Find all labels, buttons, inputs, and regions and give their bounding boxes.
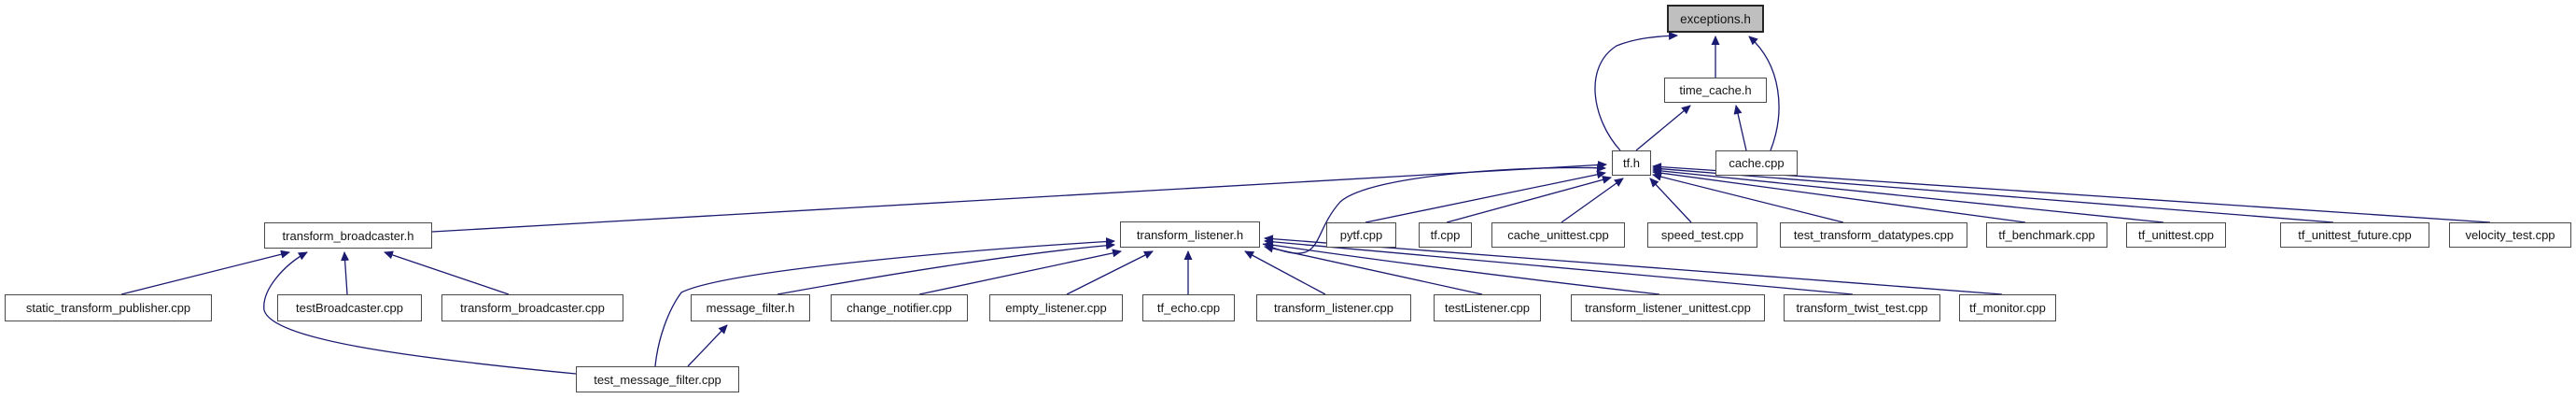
edge-tf-cpp-to-tf-h bbox=[1446, 176, 1612, 223]
edge-transform-listener-unittest-cpp-to-transform-listener-h bbox=[1264, 240, 1660, 295]
edge-tf-unittest-future-cpp-to-tf-h bbox=[1652, 164, 2334, 223]
edge-tf-h-to-exceptions-h bbox=[1594, 31, 1678, 151]
edge-transform-listener-h-to-tf-h bbox=[1262, 164, 1606, 254]
node-tf-h[interactable]: tf.h bbox=[1612, 150, 1651, 176]
node-tf-cpp[interactable]: tf.cpp bbox=[1419, 222, 1472, 248]
node-test-message-filter-cpp[interactable]: test_message_filter.cpp bbox=[576, 366, 739, 392]
edge-change-notifier-cpp-to-transform-listener-h bbox=[918, 249, 1122, 295]
node-transform-broadcaster-h[interactable]: transform_broadcaster.h bbox=[264, 222, 432, 249]
edge-transform-listener-cpp-to-transform-listener-h bbox=[1244, 250, 1326, 295]
node-tf-unittest-future-cpp[interactable]: tf_unittest_future.cpp bbox=[2280, 222, 2429, 248]
node-static-transform-publisher-cpp[interactable]: static_transform_publisher.cpp bbox=[5, 294, 212, 321]
edge-cache-cpp-to-exceptions-h bbox=[1748, 36, 1780, 151]
edge-test-transform-datatypes-cpp-to-tf-h bbox=[1652, 172, 1844, 223]
node-change-notifier-cpp[interactable]: change_notifier.cpp bbox=[831, 294, 968, 321]
node-empty-listener-cpp[interactable]: empty_listener.cpp bbox=[989, 294, 1123, 321]
node-cache-cpp[interactable]: cache.cpp bbox=[1715, 150, 1798, 176]
edge-message-filter-h-to-transform-listener-h bbox=[777, 241, 1115, 295]
edge-transform-broadcaster-h-to-tf-h bbox=[431, 161, 1607, 233]
edge-test-message-filter-cpp-to-transform-broadcaster-h bbox=[263, 251, 577, 375]
edge-transform-twist-test-cpp-to-transform-listener-h bbox=[1264, 237, 1854, 295]
edge-tf-unittest-cpp-to-tf-h bbox=[1652, 166, 2164, 223]
edge-tf-benchmark-cpp-to-tf-h bbox=[1652, 168, 2026, 223]
node-tf-monitor-cpp[interactable]: tf_monitor.cpp bbox=[1959, 294, 2056, 321]
node-pytf-cpp[interactable]: pytf.cpp bbox=[1326, 222, 1396, 248]
edge-cache-cpp-to-time-cache-h bbox=[1733, 105, 1747, 151]
node-test-transform-datatypes-cpp[interactable]: test_transform_datatypes.cpp bbox=[1780, 222, 1967, 248]
node-speed-test-cpp[interactable]: speed_test.cpp bbox=[1647, 222, 1757, 248]
node-velocity-test-cpp[interactable]: velocity_test.cpp bbox=[2449, 222, 2571, 248]
edge-speed-test-cpp-to-tf-h bbox=[1649, 178, 1692, 223]
node-transform-listener-unittest-cpp[interactable]: transform_listener_unittest.cpp bbox=[1571, 294, 1765, 321]
node-transform-broadcaster-cpp[interactable]: transform_broadcaster.cpp bbox=[441, 294, 623, 321]
edge-static-transform-publisher-cpp-to-transform-broadcaster-h bbox=[120, 249, 290, 295]
node-testListener-cpp[interactable]: testListener.cpp bbox=[1434, 294, 1541, 321]
edge-tf-h-to-time-cache-h bbox=[1635, 105, 1691, 151]
edge-pytf-cpp-to-tf-h bbox=[1365, 170, 1606, 223]
edge-velocity-test-cpp-to-tf-h bbox=[1652, 163, 2491, 223]
edge-testListener-cpp-to-transform-listener-h bbox=[1264, 244, 1483, 295]
node-time-cache-h[interactable]: time_cache.h bbox=[1664, 78, 1767, 103]
node-tf-benchmark-cpp[interactable]: tf_benchmark.cpp bbox=[1986, 222, 2107, 248]
edge-transform-broadcaster-cpp-to-transform-broadcaster-h bbox=[384, 250, 510, 295]
node-message-filter-h[interactable]: message_filter.h bbox=[691, 294, 810, 321]
node-tf-echo-cpp[interactable]: tf_echo.cpp bbox=[1142, 294, 1235, 321]
edge-test-message-filter-cpp-to-transform-listener-h bbox=[654, 237, 1115, 367]
edge-test-message-filter-cpp-to-message-filter-h bbox=[687, 324, 728, 367]
edge-cache-unittest-cpp-to-tf-h bbox=[1561, 178, 1624, 223]
node-testBroadcaster-cpp[interactable]: testBroadcaster.cpp bbox=[277, 294, 422, 321]
node-tf-unittest-cpp[interactable]: tf_unittest.cpp bbox=[2126, 222, 2226, 248]
node-transform-listener-cpp[interactable]: transform_listener.cpp bbox=[1256, 294, 1411, 321]
node-cache-unittest-cpp[interactable]: cache_unittest.cpp bbox=[1491, 222, 1625, 248]
node-transform-twist-test-cpp[interactable]: transform_twist_test.cpp bbox=[1784, 294, 1940, 321]
node-exceptions-h[interactable]: exceptions.h bbox=[1667, 5, 1764, 33]
edge-empty-listener-cpp-to-transform-listener-h bbox=[1066, 250, 1154, 295]
node-transform-listener-h[interactable]: transform_listener.h bbox=[1120, 221, 1260, 248]
edge-testBroadcaster-cpp-to-transform-broadcaster-h bbox=[341, 251, 350, 295]
